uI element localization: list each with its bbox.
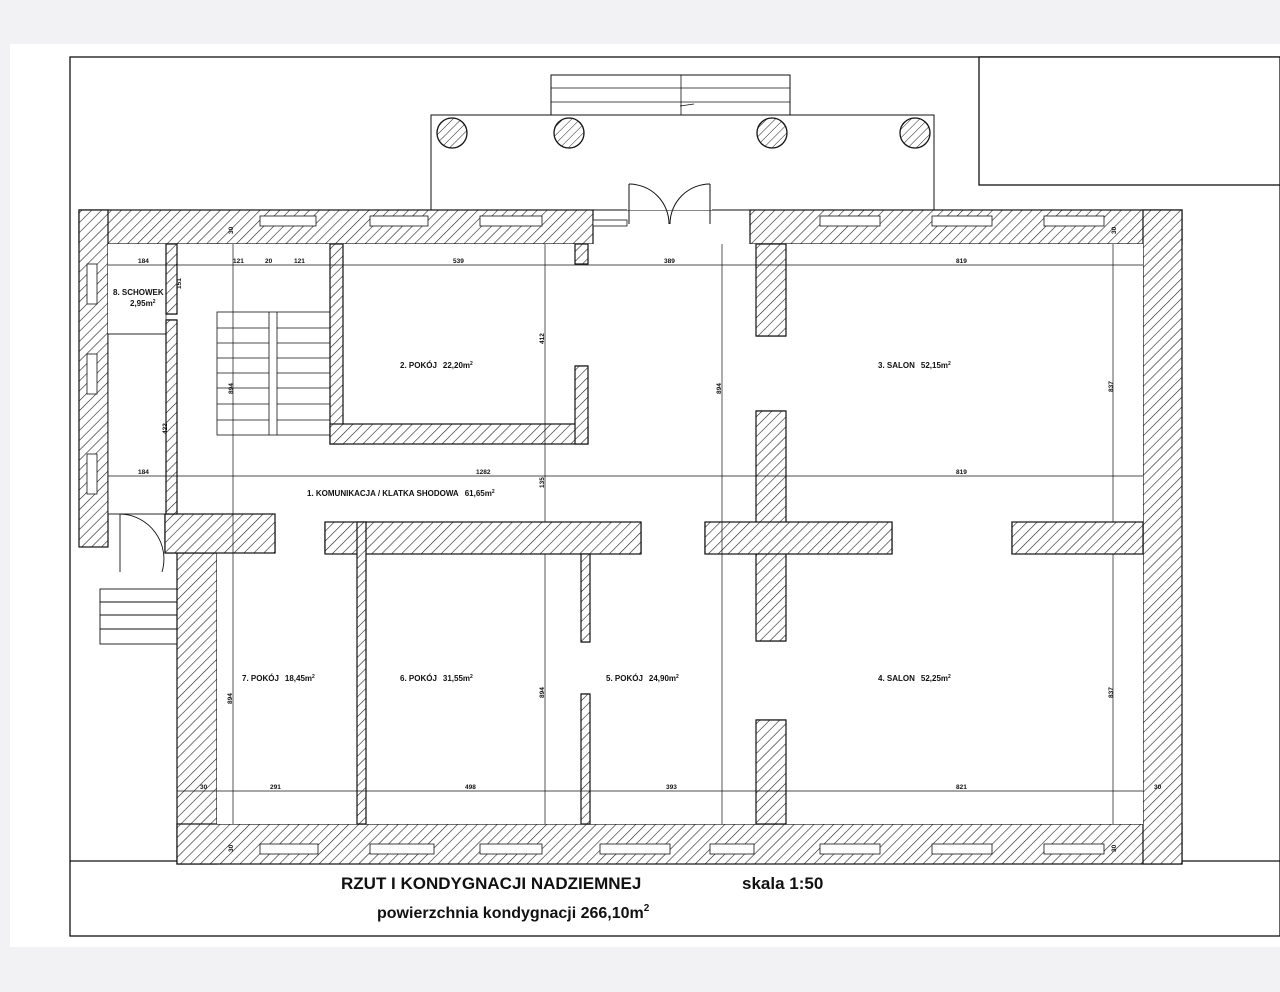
svg-text:121: 121 (233, 258, 244, 265)
svg-text:151: 151 (176, 278, 183, 289)
svg-text:291: 291 (270, 784, 281, 791)
drawing-scale: skala 1:50 (742, 874, 823, 893)
title-block-box (978, 56, 1280, 186)
svg-text:819: 819 (956, 469, 967, 476)
svg-text:894: 894 (539, 687, 546, 698)
dimension-values: 184 121 20 121 539 389 819 184 1282 819 … (138, 226, 1162, 852)
room-8-label: 8. SCHOWEK (113, 288, 164, 297)
windows (86, 215, 1105, 855)
svg-text:30: 30 (1154, 784, 1162, 791)
svg-text:422: 422 (162, 423, 169, 434)
svg-text:837: 837 (1108, 687, 1115, 698)
drawing-frame (69, 56, 1280, 937)
svg-text:30: 30 (228, 844, 235, 852)
svg-text:1282: 1282 (476, 469, 491, 476)
svg-text:819: 819 (956, 258, 967, 265)
internal-stairs (216, 311, 331, 436)
svg-text:821: 821 (956, 784, 967, 791)
svg-text:389: 389 (664, 258, 675, 265)
svg-text:837: 837 (1108, 381, 1115, 392)
svg-text:498: 498 (465, 784, 476, 791)
svg-text:894: 894 (227, 693, 234, 704)
svg-text:539: 539 (453, 258, 464, 265)
svg-text:121: 121 (294, 258, 305, 265)
svg-text:135: 135 (539, 477, 546, 488)
svg-text:393: 393 (666, 784, 677, 791)
svg-text:894: 894 (716, 383, 723, 394)
dimension-lines (108, 244, 1143, 824)
svg-text:30: 30 (1111, 844, 1118, 852)
side-entrance (99, 333, 178, 645)
svg-text:184: 184 (138, 258, 149, 265)
svg-text:20: 20 (265, 258, 273, 265)
entrance-door (627, 183, 712, 225)
drawing-title: RZUT I KONDYGNACJI NADZIEMNEJ (341, 874, 641, 893)
svg-text:412: 412 (539, 333, 546, 344)
svg-text:184: 184 (138, 469, 149, 476)
columns (436, 117, 931, 149)
svg-text:30: 30 (200, 784, 208, 791)
svg-text:30: 30 (1111, 226, 1118, 234)
floor-area: powierzchnia kondygnacji 266,10m2 (377, 903, 650, 922)
svg-text:30: 30 (228, 226, 235, 234)
front-stairs (550, 74, 791, 116)
drawing-title-block: RZUT I KONDYGNACJI NADZIEMNEJ skala 1:50… (341, 874, 823, 922)
room-8-area: 2,95m2 (130, 299, 156, 308)
svg-text:894: 894 (228, 383, 235, 394)
